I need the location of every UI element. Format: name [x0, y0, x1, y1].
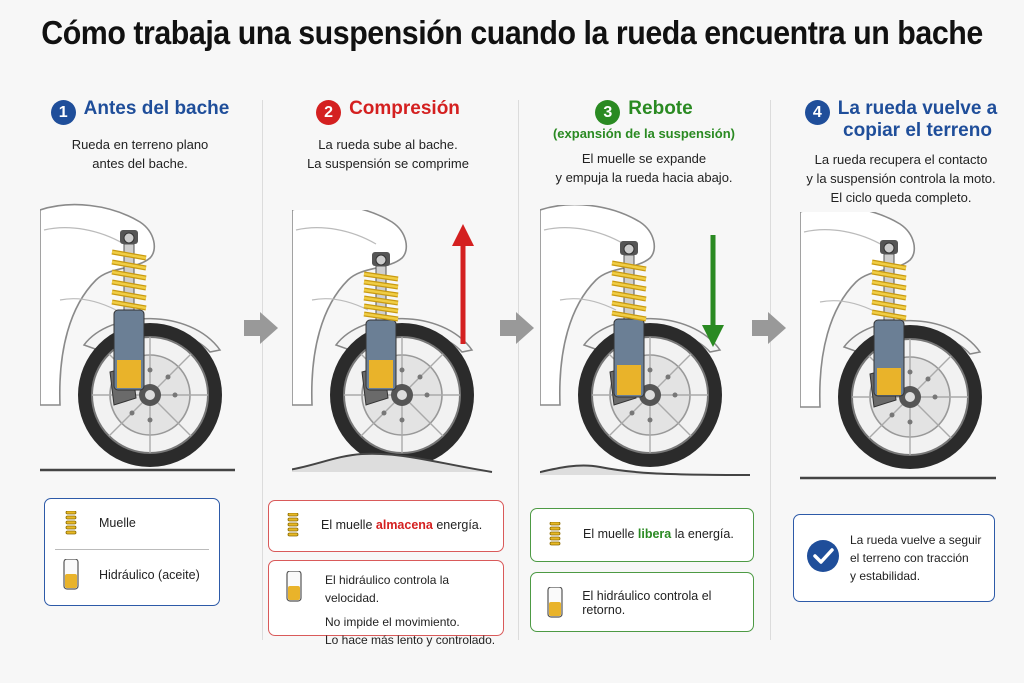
- column-divider: [770, 100, 771, 640]
- flow-arrow-icon: [244, 312, 278, 344]
- step-title: Rebote: [628, 98, 693, 119]
- arrow-down-icon: [702, 235, 724, 347]
- step-subtitle: (expansión de la suspensión): [552, 126, 736, 141]
- legend-box: Muelle Hidráulico (aceite): [44, 498, 220, 606]
- step-number-badge: 1: [50, 100, 76, 125]
- spring-icon: [549, 522, 561, 546]
- column-divider: [518, 100, 519, 640]
- flow-arrow-icon: [500, 312, 534, 344]
- step-before-bump: 1 Antes del bache Rueda en terreno plano…: [30, 98, 250, 678]
- oil-cylinder-icon: [546, 587, 563, 618]
- arrow-up-icon: [452, 224, 474, 344]
- shock-absorber: [363, 252, 399, 391]
- motorcycle-front-illustration: [800, 212, 996, 480]
- motorcycle-front-illustration: [40, 203, 235, 472]
- motorcycle-front-illustration: [540, 205, 751, 476]
- spring-icon: [287, 513, 299, 537]
- step-title: Antes del bache: [83, 98, 230, 119]
- oil-cylinder-icon: [286, 570, 302, 602]
- info-box-spring: El muelle libera la energía.: [530, 508, 754, 562]
- check-icon: [807, 540, 839, 572]
- step-number-badge: 4: [804, 100, 830, 125]
- info-box-hydraulic: El hidráulico controla la velocidad. No …: [268, 560, 504, 647]
- step-description: La rueda sube al bache.La suspensión se …: [307, 137, 469, 171]
- step-number-badge: 3: [595, 100, 621, 125]
- info-box-spring: El muelle almacena energía.: [268, 500, 504, 552]
- page-title: Cómo trabaja una suspensión cuando la ru…: [41, 14, 983, 51]
- oil-cylinder-icon: [63, 559, 79, 590]
- step-rebound: 3 Rebote (expansión de la suspensión) El…: [524, 98, 764, 678]
- legend-item-oil: Hidráulico (aceite): [57, 559, 200, 591]
- step-compression: 2 Compresión La rueda sube al bache.La s…: [268, 98, 508, 678]
- info-box-hydraulic: El hidráulico controla el retorno.: [530, 572, 754, 632]
- motorcycle-front-illustration: [292, 210, 493, 473]
- column-divider: [262, 100, 263, 640]
- step-title: Compresión: [349, 98, 460, 119]
- shock-absorber: [871, 240, 907, 397]
- shock-absorber: [611, 241, 647, 398]
- flow-arrow-icon: [752, 312, 786, 344]
- shock-absorber: [111, 230, 147, 391]
- step-number-badge: 2: [316, 100, 342, 125]
- legend-item-spring: Muelle: [57, 511, 136, 535]
- spring-icon: [65, 511, 77, 535]
